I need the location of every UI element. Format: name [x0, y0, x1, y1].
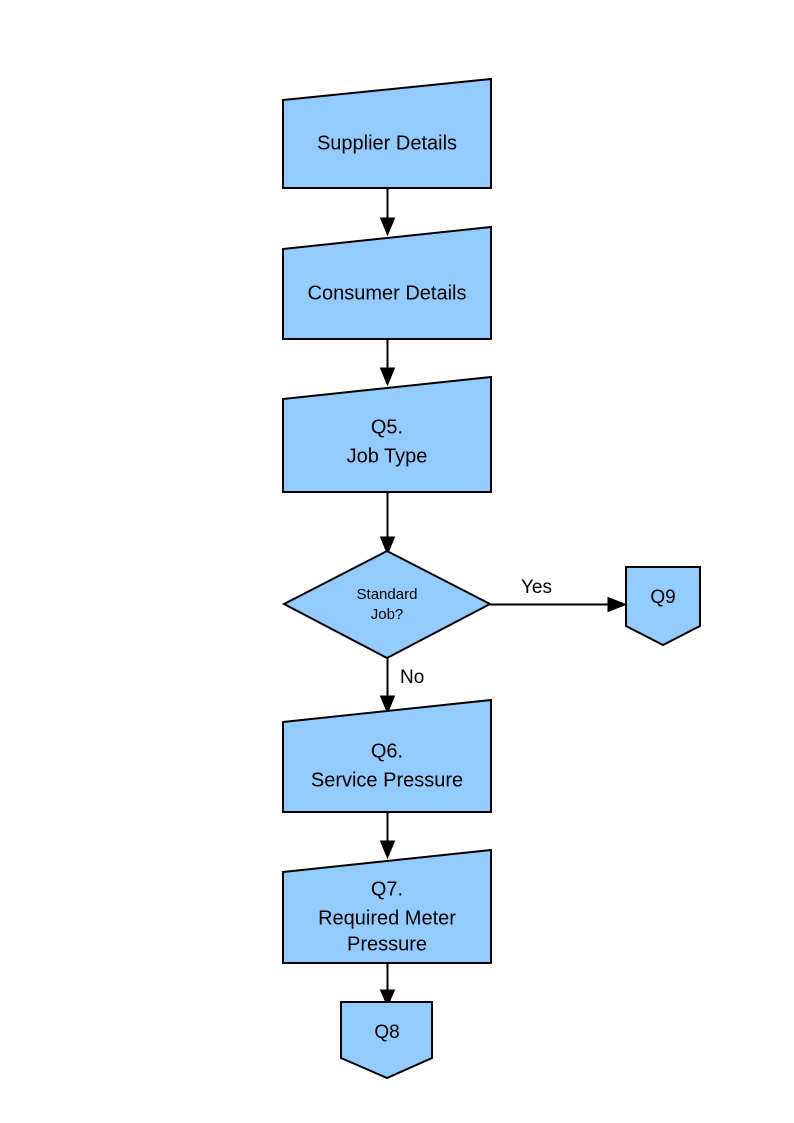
- node-q5-job-type[interactable]: Q5. Job Type: [282, 375, 492, 493]
- q7-required-meter-pressure-label-line3: Pressure: [347, 933, 427, 955]
- q9-connector-shape[interactable]: [625, 566, 701, 647]
- q8-connector-label: Q8: [374, 1022, 399, 1043]
- standard-job-decision-label-line2: Job?: [371, 606, 404, 623]
- q7-required-meter-pressure-label-line1: Q7.: [371, 878, 403, 900]
- q6-service-pressure-label-line1: Q6.: [371, 740, 403, 762]
- edge-consumer-to-q5: [379, 339, 396, 387]
- edge-q6-to-q7: [379, 812, 396, 860]
- edge-decision-to-q9: Yes: [490, 577, 628, 613]
- supplier-details-label: Supplier Details: [317, 132, 457, 154]
- standard-job-decision-label-line1: Standard: [357, 586, 418, 603]
- node-q8-connector[interactable]: Q8: [340, 1001, 433, 1080]
- consumer-details-shape[interactable]: [282, 225, 492, 340]
- q5-job-type-label-line2: Job Type: [347, 445, 428, 467]
- q5-job-type-label-line1: Q5.: [371, 416, 403, 438]
- q9-connector-label: Q9: [650, 587, 675, 608]
- q7-required-meter-pressure-label-line2: Required Meter: [318, 907, 456, 929]
- q8-connector-shape[interactable]: [340, 1001, 433, 1080]
- node-q9-connector[interactable]: Q9: [625, 566, 701, 647]
- node-consumer-details[interactable]: Consumer Details: [282, 225, 492, 340]
- supplier-details-shape[interactable]: [282, 77, 492, 189]
- node-standard-job-decision[interactable]: Standard Job?: [281, 549, 493, 660]
- q6-service-pressure-shape[interactable]: [282, 698, 492, 813]
- q7-required-meter-pressure-shape[interactable]: [282, 848, 492, 964]
- edge-label-yes: Yes: [521, 577, 552, 598]
- node-q7-required-meter-pressure[interactable]: Q7. Required Meter Pressure: [282, 848, 492, 964]
- q6-service-pressure-label-line2: Service Pressure: [311, 769, 463, 791]
- q5-job-type-shape[interactable]: [282, 375, 492, 493]
- standard-job-decision-shape[interactable]: [281, 549, 493, 660]
- edge-q5-to-decision: [379, 492, 396, 556]
- consumer-details-label: Consumer Details: [308, 282, 467, 304]
- edge-supplier-to-consumer: [379, 188, 396, 237]
- edge-label-no: No: [400, 667, 424, 688]
- node-q6-service-pressure[interactable]: Q6. Service Pressure: [282, 698, 492, 813]
- edge-q7-to-q8: [379, 963, 396, 1008]
- node-supplier-details[interactable]: Supplier Details: [282, 77, 492, 189]
- edge-decision-to-q6: No: [379, 658, 424, 715]
